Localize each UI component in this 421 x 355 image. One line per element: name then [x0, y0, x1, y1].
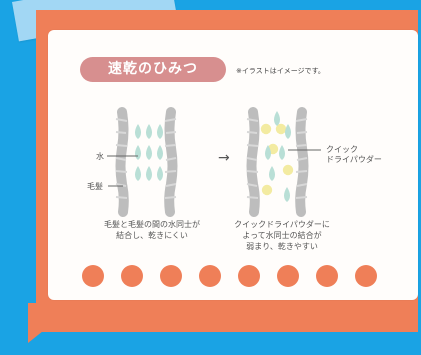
decorative-dot-5: [238, 265, 260, 287]
decorative-dot-3: [160, 265, 182, 287]
speech-tail: [28, 303, 78, 343]
water-label: 水: [96, 152, 104, 161]
comparison-arrow: →: [218, 150, 230, 166]
decorative-dot-7: [316, 265, 338, 287]
right-caption: クイックドライパウダーに よって水同士の結合が 弱まり、乾きやすい: [234, 220, 330, 251]
left-caption: 毛髪と毛髪の間の水同士が 結合し、乾きにくい: [104, 220, 200, 240]
decorative-dot-1: [82, 265, 104, 287]
decorative-dot-8: [355, 265, 377, 287]
hair-label: 毛髪: [87, 182, 103, 191]
page-title: 速乾のひみつ: [80, 57, 226, 82]
decorative-dot-6: [277, 265, 299, 287]
decorative-dot-2: [121, 265, 143, 287]
image-note: ※イラストはイメージです。: [236, 67, 325, 75]
powder-label: クイック ドライパウダー: [326, 145, 382, 164]
decorative-dot-4: [199, 265, 221, 287]
